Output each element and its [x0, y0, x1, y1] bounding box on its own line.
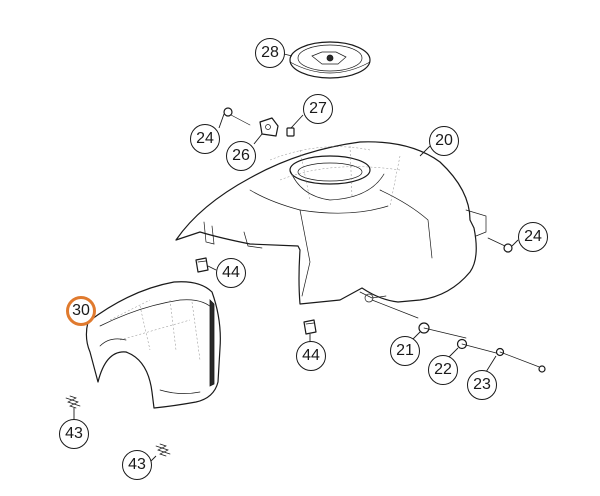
callout-27[interactable]: 27: [303, 94, 333, 124]
callout-26[interactable]: 26: [226, 141, 256, 171]
spring-43-right-part: [149, 443, 171, 463]
tank-cover-part: [175, 141, 487, 305]
callout-43-right[interactable]: 43: [122, 450, 152, 480]
leader-28: [283, 53, 293, 57]
callout-20[interactable]: 20: [429, 126, 459, 156]
callout-24-top[interactable]: 24: [190, 124, 220, 154]
callout-24-right[interactable]: 24: [518, 222, 548, 252]
front-cover-part: [85, 281, 221, 409]
callout-28[interactable]: 28: [255, 38, 285, 68]
callout-43-left[interactable]: 43: [59, 419, 89, 449]
callout-44-upper[interactable]: 44: [216, 258, 246, 288]
screw-27-part: [286, 114, 304, 137]
screw-24-top-part: [218, 107, 251, 129]
clip-44-upper-part: [195, 257, 217, 273]
spring-43-left-part: [65, 395, 81, 420]
screw-24-right-part: [487, 237, 519, 253]
callout-23[interactable]: 23: [467, 370, 497, 400]
callout-30-highlighted[interactable]: 30: [66, 296, 96, 326]
fuel-cap-part: [289, 41, 371, 79]
bolts-washers-parts: [371, 299, 546, 373]
callout-44-lower[interactable]: 44: [296, 341, 326, 371]
clip-44-lower-part: [303, 319, 317, 342]
leader-20: [419, 145, 431, 157]
callout-21[interactable]: 21: [390, 336, 420, 366]
callout-22[interactable]: 22: [428, 355, 458, 385]
bracket-26-part: [253, 117, 279, 145]
